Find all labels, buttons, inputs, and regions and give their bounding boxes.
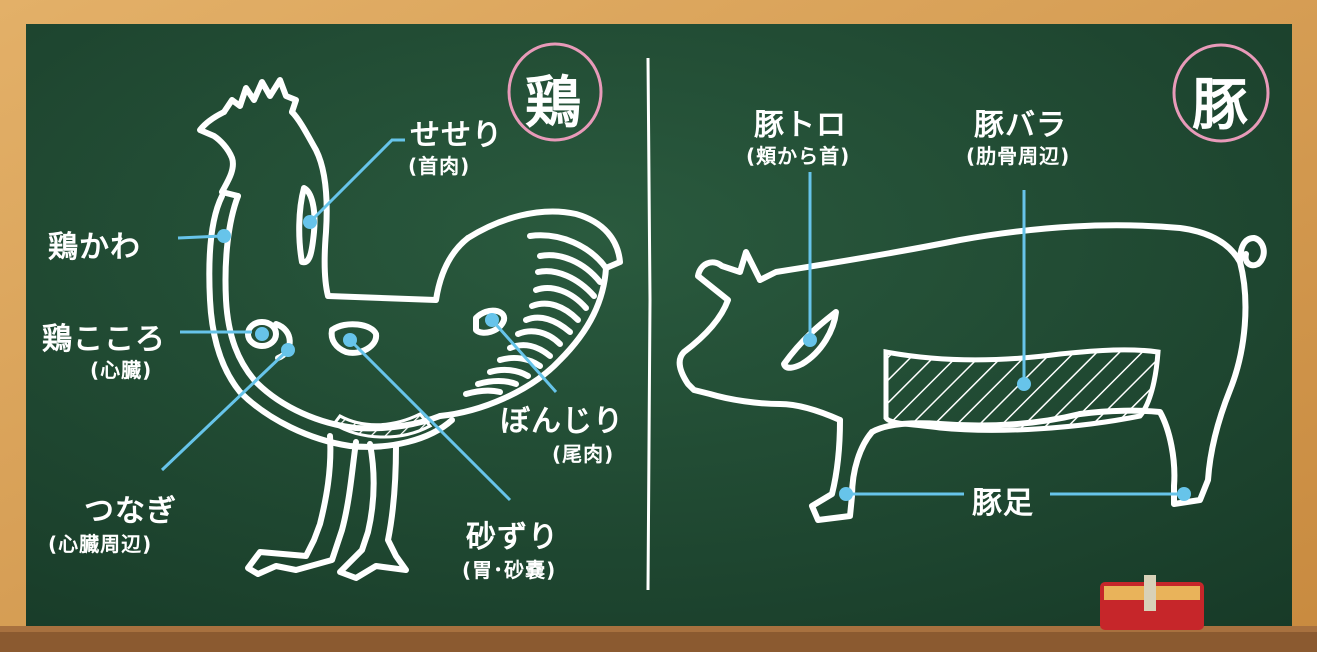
- dot-kokoro: [255, 327, 269, 341]
- label-tsunagi-sub: (心臓周辺): [48, 532, 153, 556]
- dot-ashi-hind: [1177, 487, 1191, 501]
- label-seseri-sub: (首肉): [408, 154, 471, 178]
- label-toro-sub: (頬から首): [746, 144, 851, 168]
- pig-badge: 豚: [1192, 72, 1248, 138]
- label-kokoro: 鶏こころ: [42, 322, 166, 357]
- label-bara-sub: (肋骨周辺): [966, 144, 1071, 168]
- label-ashi: 豚足: [972, 486, 1034, 521]
- gizzard-hatch: [331, 412, 433, 439]
- dot-seseri: [303, 215, 317, 229]
- label-bonjiri-sub: (尾肉): [552, 442, 615, 466]
- label-seseri: せせり: [410, 118, 503, 153]
- label-kokoro-sub: (心臓): [90, 358, 153, 382]
- label-sunazuri-sub: (胃･砂嚢): [462, 558, 557, 582]
- dot-ashi-front: [839, 487, 853, 501]
- pig-badge-circle: [1172, 43, 1270, 143]
- label-bonjiri: ぼんじり: [500, 404, 624, 439]
- label-tsunagi: つなぎ: [84, 494, 177, 529]
- chicken-badge: 鶏: [525, 70, 581, 136]
- pig-drawing: [676, 222, 1267, 523]
- dot-bonjiri: [485, 313, 499, 327]
- pointer-dots: [217, 215, 1191, 501]
- divider-line: [646, 57, 652, 591]
- label-kawa: 鶏かわ: [48, 230, 141, 265]
- eraser[interactable]: [1100, 575, 1204, 630]
- dot-sunazuri: [343, 333, 357, 347]
- pointer-lines: [160, 138, 1184, 502]
- dot-bara: [1017, 377, 1031, 391]
- dot-tsunagi: [281, 343, 295, 357]
- label-toro: 豚トロ: [754, 108, 847, 143]
- chicken-badge-circle: [507, 42, 603, 142]
- dot-toro: [803, 333, 817, 347]
- board-surface: [26, 24, 1292, 632]
- dot-kawa: [217, 229, 231, 243]
- label-bara: 豚バラ: [974, 108, 1067, 143]
- label-sunazuri: 砂ずり: [466, 520, 559, 555]
